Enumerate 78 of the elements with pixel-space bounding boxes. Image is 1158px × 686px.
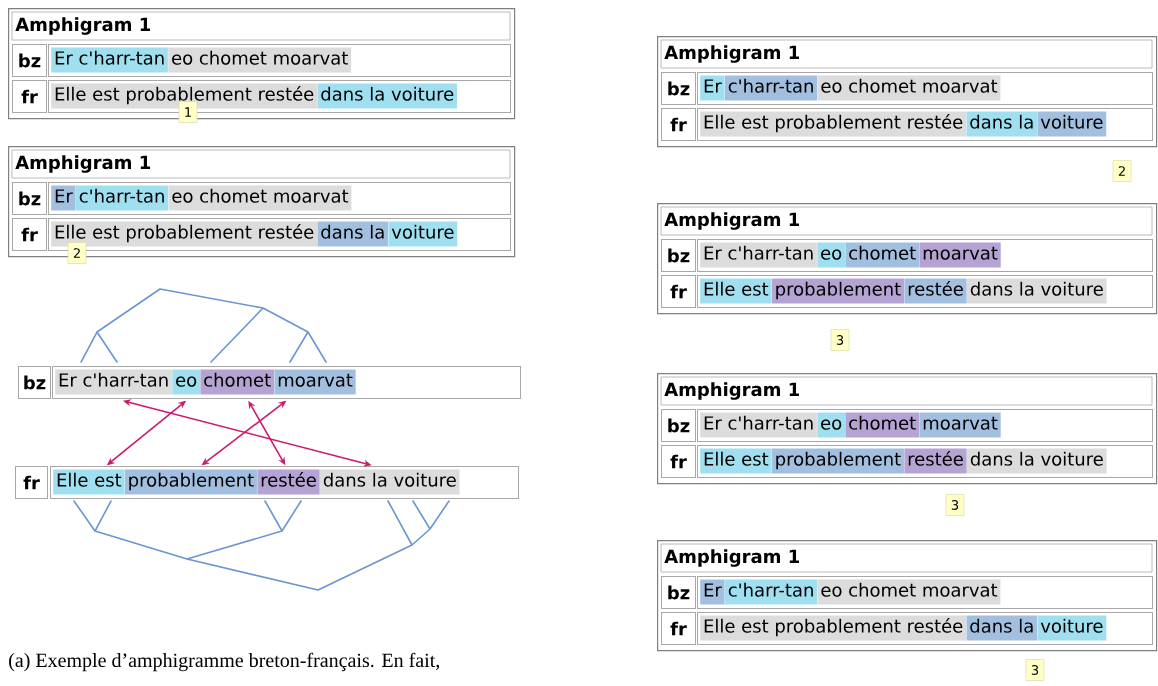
- sentence-cell: [50, 466, 519, 499]
- word-span: probablement: [124, 469, 257, 495]
- word-span: Er c'harr-tan: [700, 412, 817, 438]
- word-span: Elle est probablement restée: [700, 615, 967, 641]
- sentence-cell: [697, 108, 1153, 141]
- language-cell: bz: [18, 366, 51, 399]
- word-span: probablement: [771, 278, 904, 304]
- number-badge: 2: [1112, 160, 1132, 182]
- language-cell: fr: [15, 466, 48, 499]
- language-cell: bz: [12, 44, 47, 77]
- sentence-cell: [697, 275, 1153, 308]
- word-span: voiture: [388, 221, 458, 247]
- word-span: moarvat: [274, 369, 356, 395]
- word-span: c'harr-tan: [76, 185, 169, 211]
- word-span: voiture: [1037, 111, 1107, 137]
- word-span: eo chomet moarvat: [168, 185, 352, 211]
- word-span: Elle est: [53, 469, 125, 495]
- sentence-cell: [697, 612, 1153, 645]
- caption: (a) Exemple d’amphigramme breton-français. En fait,: [9, 652, 440, 672]
- word-span: eo: [817, 412, 845, 438]
- language-cell: bz: [661, 239, 696, 272]
- word-span: dans la voiture: [967, 448, 1107, 474]
- word-span: c'harr-tan: [725, 579, 818, 605]
- word-span: dans la: [317, 221, 389, 247]
- sentence-cell: [697, 409, 1153, 442]
- language-cell: fr: [12, 218, 47, 251]
- number-badge: 1: [178, 101, 198, 123]
- word-span: voiture: [1037, 615, 1107, 641]
- word-span: dans la voiture: [317, 83, 457, 109]
- word-span: dans la: [966, 615, 1038, 641]
- word-span: Elle est: [700, 448, 772, 474]
- language-cell: fr: [661, 275, 696, 308]
- sentence-cell: [52, 366, 521, 399]
- sentence-cell: [697, 576, 1153, 609]
- word-span: chomet: [845, 412, 919, 438]
- word-span: eo: [817, 242, 845, 268]
- word-span: Er: [700, 75, 725, 101]
- word-span: eo chomet moarvat: [817, 579, 1001, 605]
- word-span: Elle est probablement restée: [700, 111, 967, 137]
- word-span: restée: [904, 278, 967, 304]
- language-cell: fr: [12, 80, 47, 113]
- word-span: Elle est probablement restée: [51, 221, 318, 247]
- word-span: probablement: [771, 448, 904, 474]
- language-cell: fr: [661, 612, 696, 645]
- sentence-cell: [48, 44, 511, 77]
- number-badge: 3: [830, 329, 850, 351]
- word-span: Er c'harr-tan: [55, 369, 172, 395]
- word-span: dans la: [966, 111, 1038, 137]
- language-cell: fr: [661, 445, 696, 478]
- word-span: Er: [51, 185, 76, 211]
- word-span: Er c'harr-tan: [700, 242, 817, 268]
- word-span: dans la voiture: [967, 278, 1107, 304]
- language-cell: fr: [661, 108, 696, 141]
- sentence-cell: [48, 182, 511, 215]
- word-span: restée: [257, 469, 320, 495]
- number-badge: 3: [1025, 659, 1045, 681]
- word-span: Er: [700, 579, 725, 605]
- word-span: chomet: [200, 369, 274, 395]
- word-span: c'harr-tan: [725, 75, 818, 101]
- word-span: chomet: [845, 242, 919, 268]
- language-cell: bz: [661, 576, 696, 609]
- word-span: restée: [904, 448, 967, 474]
- sentence-cell: [697, 445, 1153, 478]
- word-span: moarvat: [919, 242, 1001, 268]
- word-span: Elle est: [700, 278, 772, 304]
- word-span: Er c'harr-tan: [51, 47, 168, 73]
- word-span: moarvat: [919, 412, 1001, 438]
- number-badge: 2: [67, 242, 87, 264]
- sentence-cell: [697, 239, 1153, 272]
- language-cell: bz: [12, 182, 47, 215]
- number-badge: 3: [945, 494, 965, 516]
- word-span: eo chomet moarvat: [817, 75, 1001, 101]
- sentence-cell: [697, 72, 1153, 105]
- language-cell: bz: [661, 409, 696, 442]
- word-span: eo chomet moarvat: [168, 47, 352, 73]
- language-cell: bz: [661, 72, 696, 105]
- word-span: eo: [172, 369, 200, 395]
- word-span: dans la voiture: [320, 469, 460, 495]
